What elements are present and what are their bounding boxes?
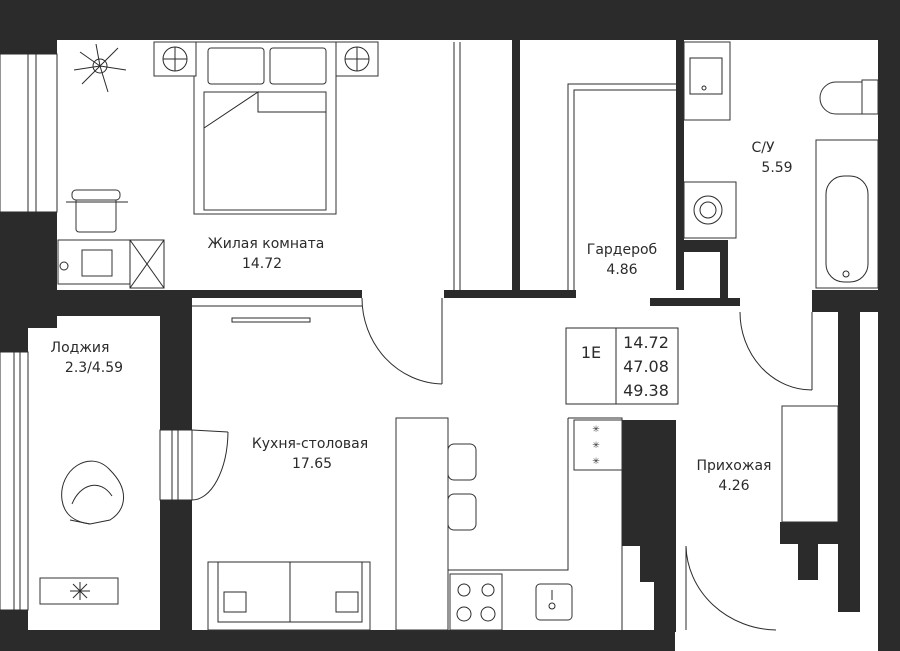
room-area: 17.65 [292,456,332,472]
room-label-hallway: Прихожая 4.26 [697,458,772,494]
room-label-living: Жилая комната 14.72 [208,236,325,272]
heater-icon [39,577,119,605]
svg-text:✳: ✳ [592,457,600,467]
door-swing-icon [191,297,813,631]
room-label-loggia: Лоджия 2.3/4.59 [51,340,124,376]
sink-icon [535,583,573,621]
room-name: С/У [751,140,774,156]
room-name: Жилая комната [208,236,325,252]
room-label-kitchen: Кухня-столовая 17.65 [252,436,368,472]
room-area: 5.59 [761,160,792,176]
toilet-icon [819,79,879,115]
room-label-wardrobe: Гардероб 4.86 [587,242,657,278]
apartment-type: 1E [581,343,601,362]
hallway-closet [781,405,839,523]
sink-icon [683,41,731,121]
stool-icon [447,443,477,531]
wardrobe-outline [567,83,676,290]
kitchen-counter [447,417,623,630]
hob-icon: ✳ ✳ ✳ [573,419,623,471]
washer-icon [683,181,737,239]
room-area: 2.3/4.59 [65,360,123,376]
plant-icon [73,43,127,93]
bathtub-icon [815,139,879,289]
svg-text:✳: ✳ [592,441,600,451]
svg-text:✳: ✳ [592,425,600,435]
total-area: 47.08 [623,357,669,376]
kitchen-island [395,417,449,631]
room-area: 14.72 [242,256,282,272]
total-area-with-loggia: 49.38 [623,381,669,400]
room-name: Лоджия [51,340,110,356]
armchair-icon [66,189,128,233]
lamp-icon [153,41,379,77]
room-area: 4.26 [718,478,749,494]
stove-icon [449,573,503,631]
door-swing-icon [192,291,362,323]
window-icon [0,53,193,611]
living-area: 14.72 [623,333,669,352]
room-area: 4.86 [606,262,637,278]
room-label-bathroom: С/У 5.59 [751,140,792,176]
tv-stand-icon [57,239,165,289]
apartment-info-box: 1E 14.72 47.08 49.38 [565,327,679,405]
lounge-chair-icon [61,460,124,525]
room-name: Прихожая [697,458,772,474]
room-name: Гардероб [587,242,657,258]
room-name: Кухня-столовая [252,436,368,452]
sofa-icon [207,561,371,631]
bed-icon [193,41,337,215]
